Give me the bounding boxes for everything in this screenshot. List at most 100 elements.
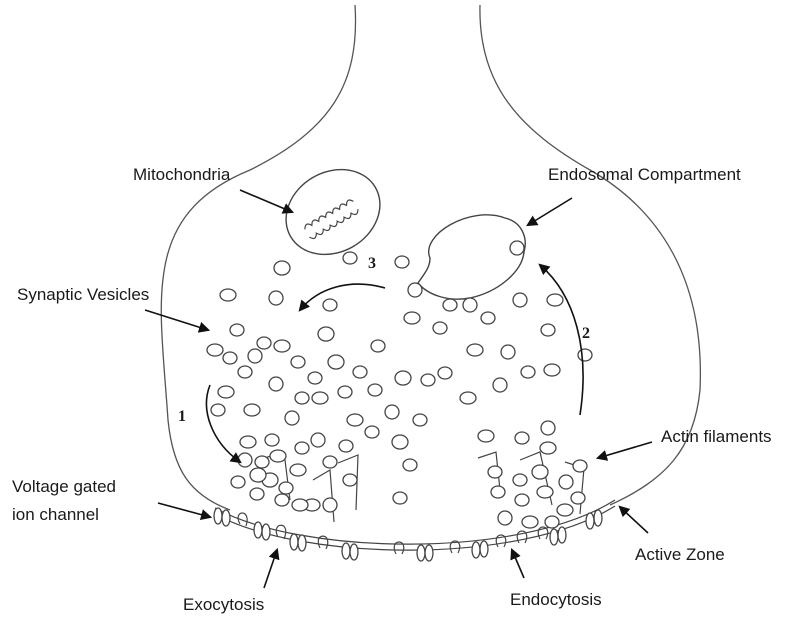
synaptic-vesicle bbox=[250, 468, 266, 482]
endosomal-compartment bbox=[418, 215, 525, 299]
synaptic-vesicle bbox=[275, 494, 289, 506]
pathway-1-label: 1 bbox=[178, 408, 186, 425]
endosomal-label: Endosomal Compartment bbox=[548, 165, 741, 184]
mitochondrion bbox=[271, 153, 396, 271]
endocytosis-label: Endocytosis bbox=[510, 590, 602, 609]
synaptic-vesicles-pointer bbox=[145, 310, 208, 330]
synaptic-vesicle bbox=[290, 464, 306, 476]
synaptic-vesicle bbox=[491, 486, 505, 498]
exocytosis-label: Exocytosis bbox=[183, 595, 264, 614]
actin-label: Actin filaments bbox=[661, 427, 772, 446]
synaptic-vesicle bbox=[328, 355, 344, 369]
synaptic-vesicle bbox=[478, 430, 494, 442]
synaptic-vesicle bbox=[238, 366, 252, 378]
synaptic-vesicle bbox=[250, 488, 264, 500]
terminal-membrane bbox=[161, 5, 355, 510]
synaptic-vesicle bbox=[393, 492, 407, 504]
active-zone-label: Active Zone bbox=[635, 545, 725, 564]
synaptic-vesicle bbox=[269, 377, 283, 391]
synaptic-vesicle bbox=[207, 344, 223, 356]
synaptic-vesicle bbox=[515, 432, 529, 444]
synaptic-vesicle bbox=[395, 371, 411, 385]
synaptic-vesicle bbox=[365, 426, 379, 438]
synaptic-vesicle bbox=[347, 414, 363, 426]
synaptic-vesicle bbox=[532, 465, 548, 479]
pathway-3-label: 3 bbox=[368, 255, 376, 272]
mitochondria-label: Mitochondria bbox=[133, 165, 231, 184]
synaptic-vesicle bbox=[292, 499, 308, 511]
synaptic-vesicle bbox=[311, 433, 325, 447]
synaptic-vesicle bbox=[545, 516, 559, 528]
synaptic-vesicle bbox=[323, 456, 337, 468]
synaptic-vesicle bbox=[513, 474, 527, 486]
synaptic-vesicle bbox=[312, 392, 328, 404]
synaptic-vesicle bbox=[547, 294, 563, 306]
synaptic-vesicle bbox=[308, 372, 322, 384]
synaptic-vesicle bbox=[274, 261, 290, 275]
synaptic-vesicle bbox=[279, 482, 293, 494]
synaptic-vesicle bbox=[540, 442, 556, 454]
synaptic-vesicle bbox=[385, 405, 399, 419]
pathway-3-arrow bbox=[300, 284, 385, 310]
synaptic-vesicle bbox=[211, 404, 225, 416]
mitochondria-pointer bbox=[240, 190, 292, 212]
synaptic-vesicle bbox=[515, 494, 529, 506]
synaptic-vesicle bbox=[481, 312, 495, 324]
synaptic-vesicle bbox=[240, 436, 256, 448]
pathway-2-arrow bbox=[540, 265, 583, 415]
synaptic-vesicle bbox=[238, 453, 252, 467]
synaptic-vesicle bbox=[339, 440, 353, 452]
synaptic-vesicle bbox=[460, 392, 476, 404]
synaptic-vesicle bbox=[404, 312, 420, 324]
synaptic-vesicle bbox=[285, 411, 299, 425]
synaptic-vesicle bbox=[323, 299, 337, 311]
synaptic-vesicle bbox=[248, 349, 262, 363]
synaptic-vesicle bbox=[371, 340, 385, 352]
synaptic-vesicle bbox=[220, 289, 236, 301]
active-zone-pointer bbox=[620, 507, 648, 533]
synaptic-vesicle bbox=[544, 364, 560, 376]
synaptic-vesicle bbox=[501, 345, 515, 359]
synaptic-vesicle bbox=[413, 414, 427, 426]
synaptic-vesicle bbox=[438, 367, 452, 379]
synaptic-vesicle bbox=[433, 322, 447, 334]
synaptic-vesicle bbox=[318, 327, 334, 341]
synaptic-vesicle bbox=[498, 511, 512, 525]
pathway-2-label: 2 bbox=[582, 325, 590, 342]
synaptic-vesicle bbox=[463, 298, 477, 312]
synaptic-vesicle bbox=[269, 291, 283, 305]
synaptic-vesicle bbox=[338, 386, 352, 398]
synaptic-vesicle bbox=[257, 337, 271, 349]
synaptic-vesicle bbox=[230, 324, 244, 336]
synaptic-vesicle bbox=[291, 356, 305, 368]
synaptic-vesicle bbox=[488, 466, 502, 478]
exocytosis-pointer bbox=[264, 550, 277, 588]
endocytosis-pointer bbox=[512, 550, 524, 578]
endosomal-pointer bbox=[528, 198, 572, 225]
endosome-bud bbox=[510, 241, 524, 255]
synaptic-vesicle bbox=[541, 421, 555, 435]
synaptic-vesicle bbox=[521, 366, 535, 378]
synaptic-vesicle bbox=[392, 435, 408, 449]
synaptic-vesicles bbox=[207, 252, 592, 528]
synaptic-vesicles-label: Synaptic Vesicles bbox=[17, 285, 149, 304]
voltage-pointer bbox=[158, 503, 210, 517]
synaptic-vesicle bbox=[353, 366, 367, 378]
synaptic-vesicle bbox=[537, 486, 553, 498]
synaptic-vesicle bbox=[493, 378, 507, 392]
endosome-bud bbox=[408, 283, 422, 297]
actin-pointer bbox=[598, 442, 652, 458]
synaptic-vesicle bbox=[295, 442, 309, 454]
synaptic-vesicle bbox=[573, 460, 587, 472]
synaptic-vesicle bbox=[274, 340, 290, 352]
synaptic-vesicle bbox=[578, 349, 592, 361]
synaptic-vesicle bbox=[343, 252, 357, 264]
actin-filaments bbox=[258, 452, 584, 522]
synaptic-vesicle bbox=[223, 352, 237, 364]
synaptic-vesicle bbox=[467, 344, 483, 356]
synaptic-vesicle bbox=[255, 456, 269, 468]
synaptic-vesicle bbox=[513, 293, 527, 307]
synaptic-vesicle bbox=[270, 450, 286, 462]
synaptic-vesicle bbox=[343, 474, 357, 486]
